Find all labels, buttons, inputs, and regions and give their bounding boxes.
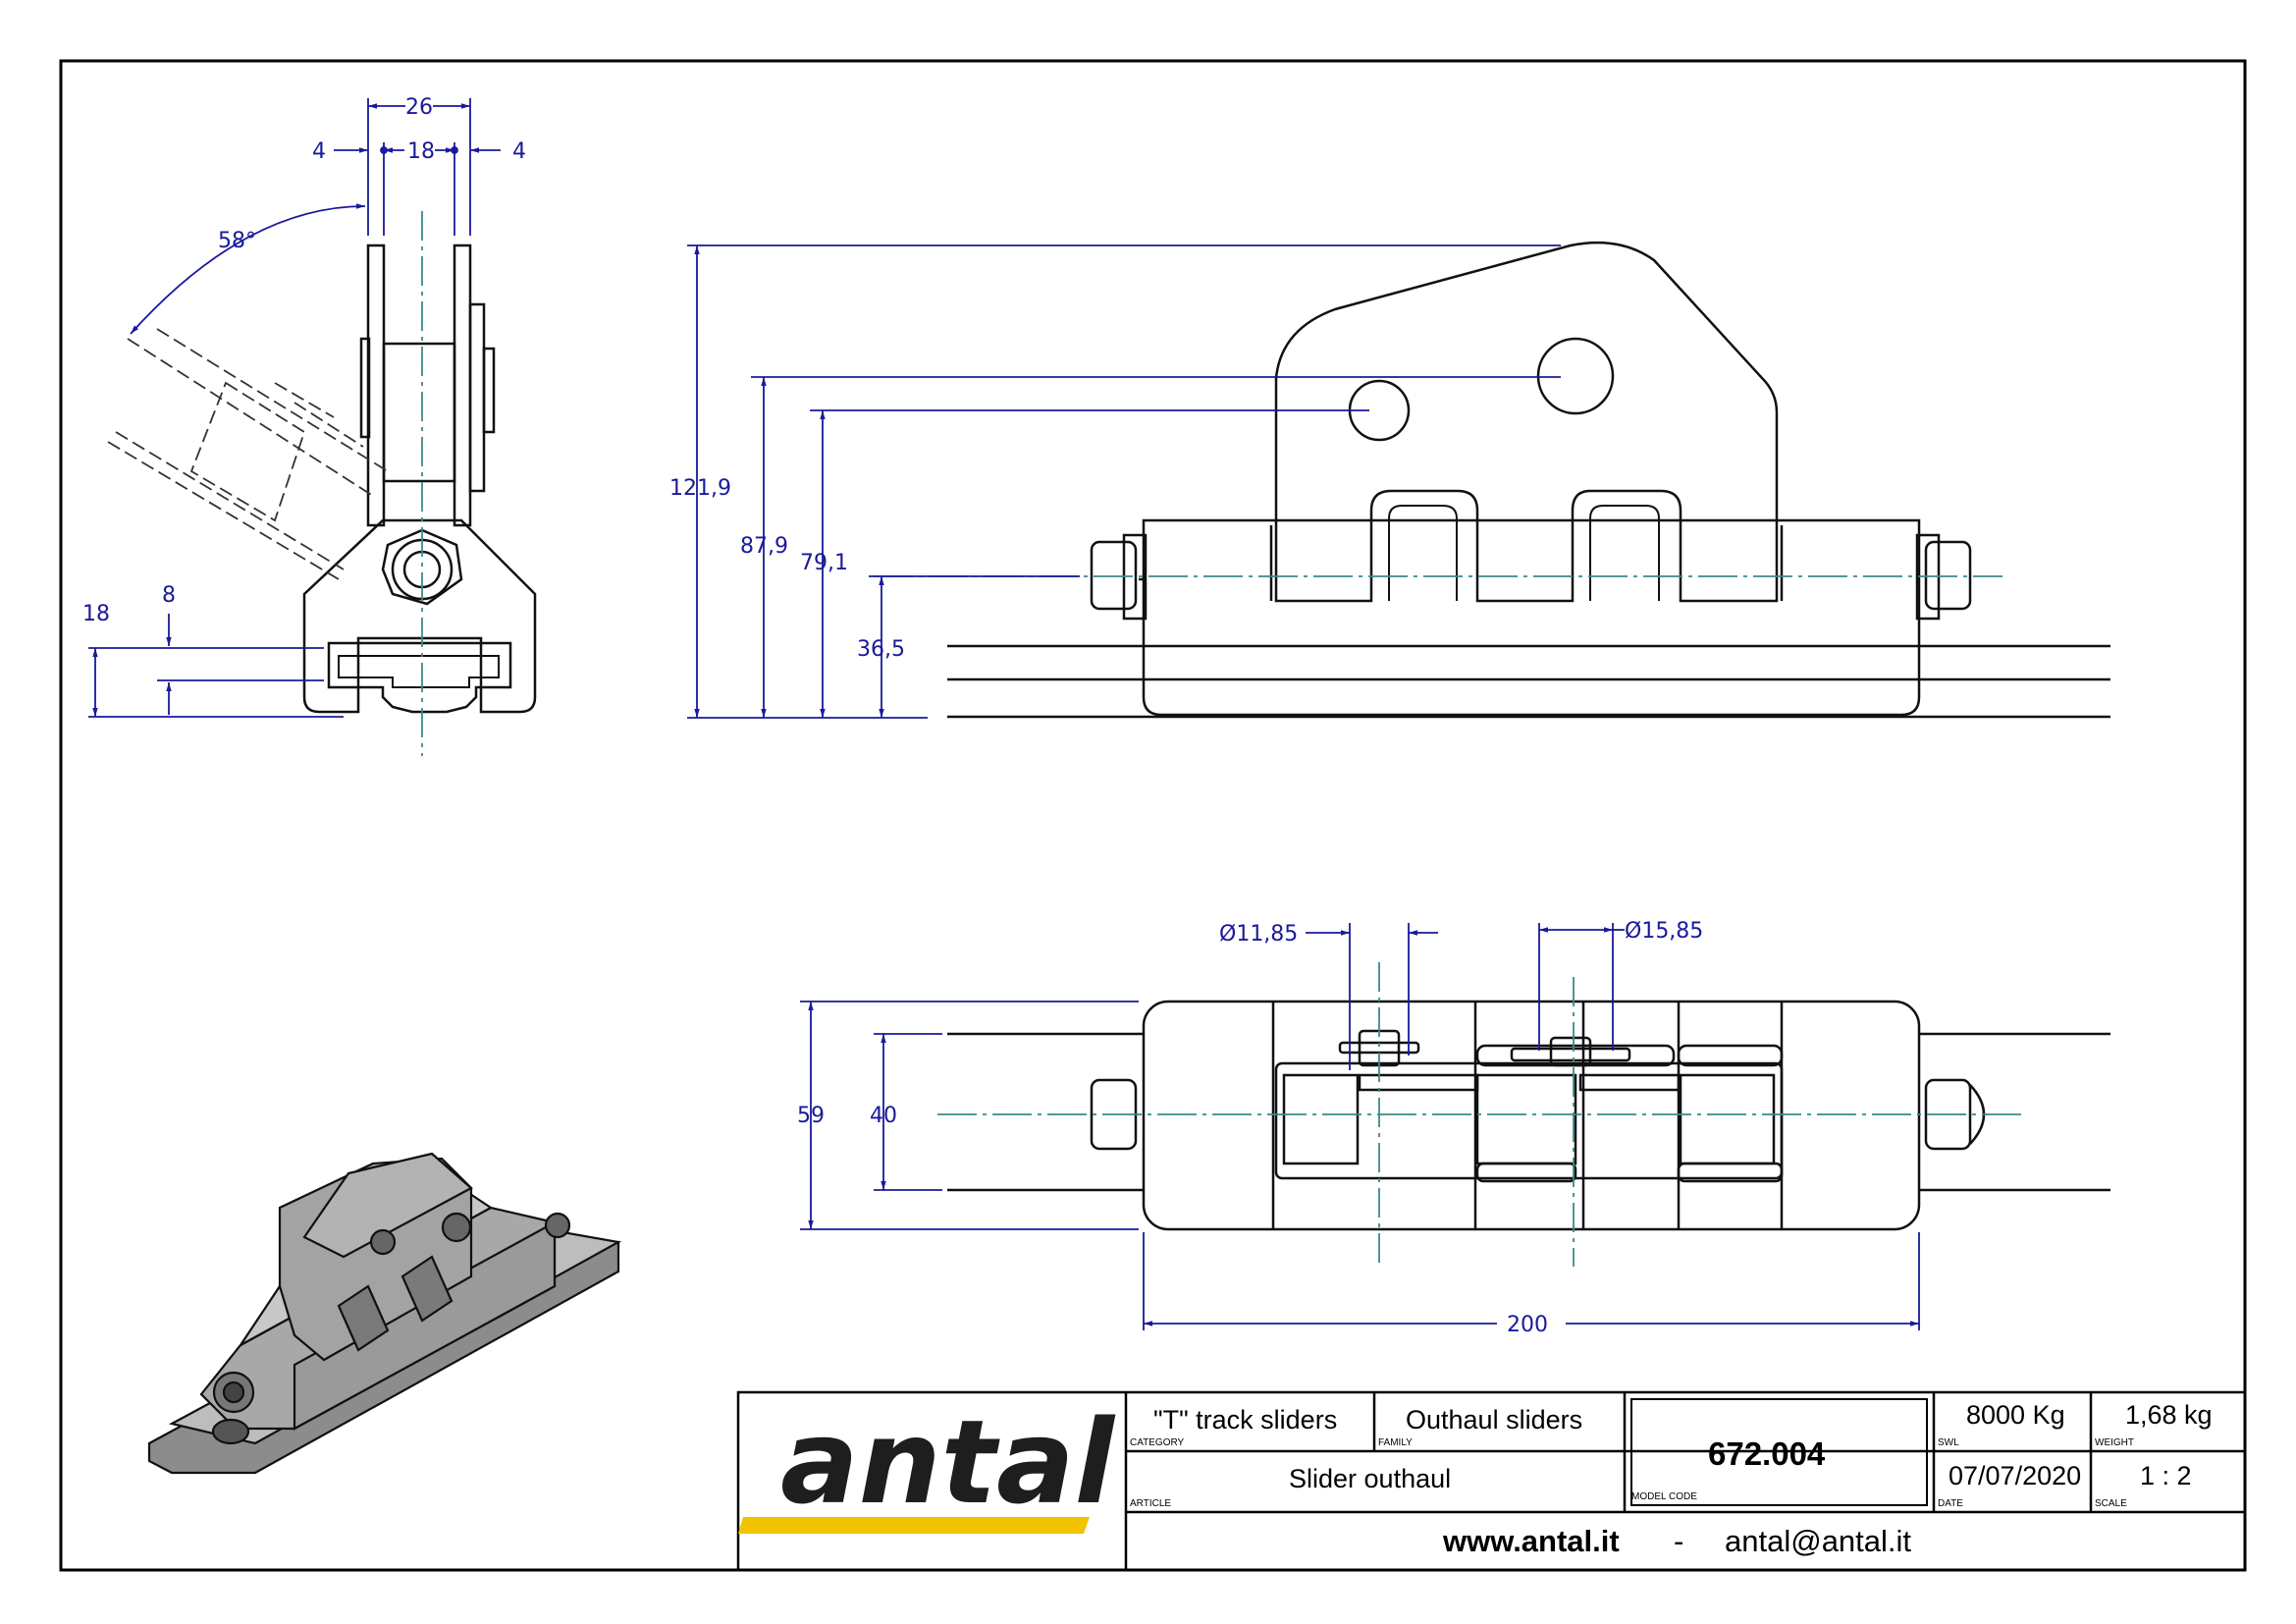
dim-36-5: 36,5	[857, 637, 905, 662]
isometric-render	[147, 1152, 622, 1475]
end-view	[107, 244, 537, 714]
weight-label: WEIGHT	[2095, 1437, 2134, 1448]
dim-40: 40	[870, 1104, 897, 1128]
dim-8-side: 8	[162, 583, 176, 608]
logo-yellow-stripe	[738, 1517, 1090, 1534]
dim-121-9: 121,9	[669, 476, 731, 501]
website-link[interactable]: www.antal.it	[1442, 1524, 1620, 1558]
dim-18-top: 18	[407, 139, 435, 164]
category-value: "T" track sliders	[1153, 1405, 1337, 1435]
swl-value: 8000 Kg	[1966, 1400, 2065, 1430]
dim-18-side: 18	[82, 602, 110, 626]
family-value: Outhaul sliders	[1406, 1405, 1582, 1435]
swl-label: SWL	[1938, 1437, 1959, 1448]
model-code-label: MODEL CODE	[1631, 1491, 1697, 1502]
date-value: 07/07/2020	[1949, 1461, 2081, 1490]
model-code-value: 672.004	[1708, 1435, 1826, 1472]
dim-79-1: 79,1	[800, 551, 848, 575]
top-view-dimensions	[800, 923, 1920, 1330]
dim-26: 26	[405, 95, 433, 120]
dim-59: 59	[797, 1104, 825, 1128]
scale-value: 1 : 2	[2140, 1461, 2192, 1490]
family-label: FAMILY	[1378, 1437, 1413, 1448]
date-label: DATE	[1938, 1498, 1963, 1509]
title-block	[736, 1390, 2247, 1572]
dim-angle-58: 58°	[218, 229, 256, 253]
dim-200: 200	[1507, 1313, 1548, 1337]
dim-dia-15-85: Ø15,85	[1625, 919, 1703, 944]
article-value: Slider outhaul	[1289, 1464, 1451, 1493]
antal-logo: antal	[780, 1394, 1116, 1530]
weight-value: 1,68 kg	[2125, 1400, 2213, 1430]
contact-separator: -	[1674, 1524, 1683, 1558]
article-label: ARTICLE	[1130, 1498, 1171, 1509]
front-view-dimensions	[687, 244, 1561, 719]
dim-4-right: 4	[512, 139, 526, 164]
dim-87-9: 87,9	[740, 534, 788, 559]
category-label: CATEGORY	[1130, 1437, 1185, 1448]
front-view	[947, 241, 2110, 719]
scale-label: SCALE	[2095, 1498, 2127, 1509]
email-link[interactable]: antal@antal.it	[1725, 1524, 1911, 1558]
top-view	[947, 1000, 2110, 1231]
end-view-dimensions	[88, 98, 501, 718]
dim-4-left: 4	[312, 139, 326, 164]
dim-dia-11-85: Ø11,85	[1219, 922, 1298, 947]
